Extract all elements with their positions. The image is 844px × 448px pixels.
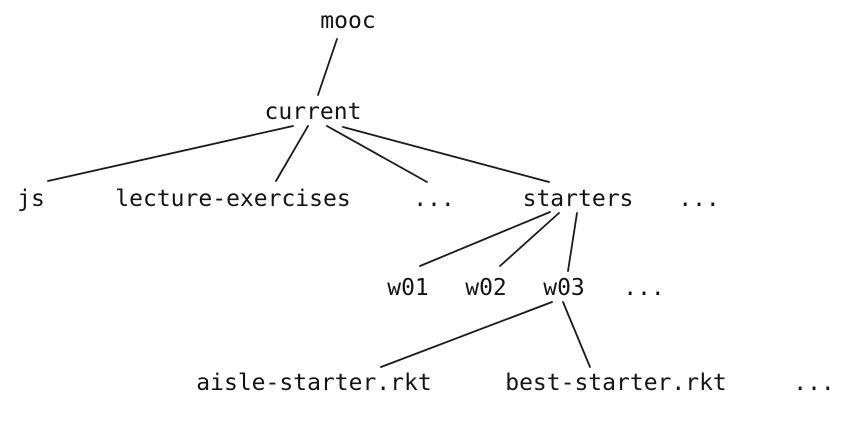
tree-node-w03: w03 <box>543 275 585 301</box>
tree-node-starters: starters <box>522 186 634 212</box>
tree-node-ellipsis-weeks: ... <box>623 275 665 301</box>
edge-starters-w03 <box>567 212 578 272</box>
tree-node-current: current <box>264 99 362 125</box>
tree-node-w02: w02 <box>465 275 507 301</box>
edge-current-starters <box>342 126 550 183</box>
tree-node-ellipsis-level2: ... <box>413 186 455 212</box>
tree-node-mooc: mooc <box>320 8 376 34</box>
tree-node-ellipsis-files: ... <box>793 370 835 396</box>
edge-starters-w01 <box>419 211 551 267</box>
tree-node-aisle-starter: aisle-starter.rkt <box>196 370 432 396</box>
tree-node-w01: w01 <box>387 275 429 301</box>
edge-starters-w02 <box>499 212 560 267</box>
edge-current-lecture <box>275 125 309 182</box>
edge-w03-aisle-starter <box>380 301 553 368</box>
tree-node-ellipsis-level2b: ... <box>678 186 720 212</box>
tree-node-js: js <box>17 186 45 212</box>
tree-node-lecture-exercises: lecture-exercises <box>115 186 351 212</box>
edge-current-ellipsis <box>326 125 428 183</box>
tree-node-best-starter: best-starter.rkt <box>505 370 727 396</box>
edge-w03-best-starter <box>562 301 591 368</box>
edge-current-js <box>47 125 294 182</box>
edge-mooc-current <box>317 38 338 96</box>
